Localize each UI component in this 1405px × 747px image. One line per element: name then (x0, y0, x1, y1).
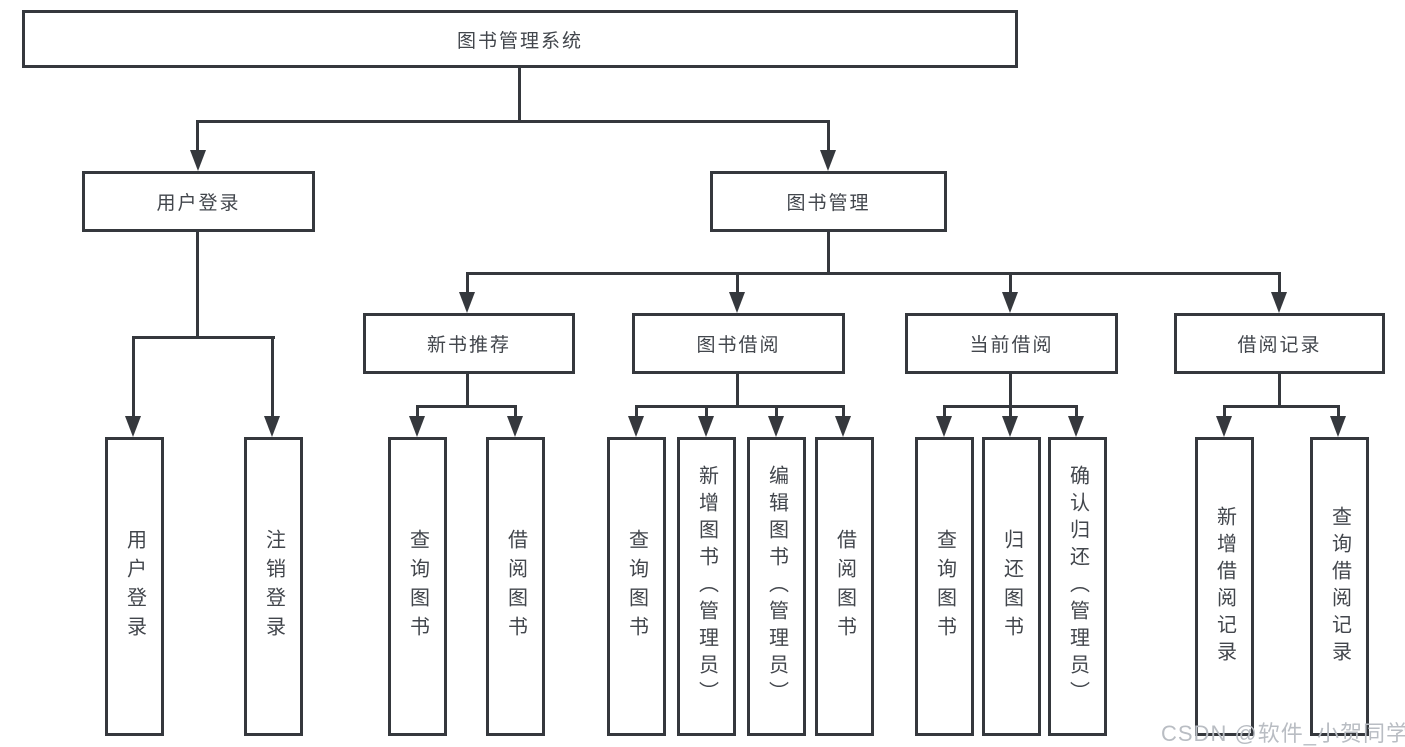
connector-stem (635, 405, 638, 418)
arrowhead-down-icon (1002, 416, 1018, 437)
connector-stem (1009, 405, 1012, 418)
node-borrow-records: 借阅记录 (1174, 313, 1385, 374)
leaf-current-return-books: 归还图书 (982, 437, 1041, 736)
arrowhead-down-icon (264, 416, 280, 437)
node-label: 注销登录 (262, 528, 285, 645)
connector-current-trunk (1009, 372, 1012, 405)
connector-stem (416, 405, 419, 418)
connector-stem (1337, 405, 1340, 418)
leaf-borrow-add-books-admin: 新增图书（管理员） (677, 437, 736, 736)
arrowhead-down-icon (1330, 416, 1346, 437)
connector-stem (1278, 272, 1281, 294)
connector-stem (1223, 405, 1226, 418)
connector-user-login-bar (132, 336, 275, 339)
node-label: 图书借阅 (696, 335, 781, 356)
leaf-records-add-record: 新增借阅记录 (1195, 437, 1254, 736)
node-label: 借阅图书 (833, 528, 856, 645)
connector-borrow-trunk (736, 372, 739, 405)
node-current-borrow: 当前借阅 (905, 313, 1118, 374)
connector-root-trunk (518, 66, 521, 120)
arrowhead-down-icon (125, 416, 141, 437)
node-label: 借阅图书 (504, 528, 527, 645)
node-label: 编辑图书（管理员） (765, 465, 788, 708)
connector-recommend-bar (416, 405, 517, 408)
arrowhead-down-icon (768, 416, 784, 437)
arrowhead-down-icon (820, 150, 836, 171)
leaf-borrow-query-books: 查询图书 (607, 437, 666, 736)
node-label: 新增借阅记录 (1213, 505, 1236, 668)
connector-stem (271, 336, 274, 418)
connector-stem (1075, 405, 1078, 418)
connector-stem (842, 405, 845, 418)
connector-borrow-bar (635, 405, 845, 408)
connector-stem (514, 405, 517, 418)
node-user-login: 用户登录 (82, 171, 315, 232)
connector-records-bar (1223, 405, 1340, 408)
connector-stem (775, 405, 778, 418)
leaf-recommend-query-books: 查询图书 (388, 437, 447, 736)
leaf-recommend-borrow-books: 借阅图书 (486, 437, 545, 736)
arrowhead-down-icon (1002, 292, 1018, 313)
connector-stem (827, 120, 830, 152)
connector-stem (736, 272, 739, 294)
node-root-library-system: 图书管理系统 (22, 10, 1018, 68)
connector-stem (196, 120, 199, 152)
arrowhead-down-icon (698, 416, 714, 437)
arrowhead-down-icon (1216, 416, 1232, 437)
arrowhead-down-icon (628, 416, 644, 437)
node-label: 查询图书 (406, 528, 429, 645)
leaf-current-confirm-return-admin: 确认归还（管理员） (1048, 437, 1107, 736)
node-label: 图书管理 (786, 193, 871, 214)
connector-book-mgmt-trunk (827, 230, 830, 272)
leaf-current-query-books: 查询图书 (915, 437, 974, 736)
node-label: 新增图书（管理员） (695, 465, 718, 708)
connector-user-login-trunk (196, 230, 199, 336)
arrowhead-down-icon (1271, 292, 1287, 313)
node-label: 新书推荐 (426, 335, 511, 356)
connector-stem (943, 405, 946, 418)
arrowhead-down-icon (507, 416, 523, 437)
connector-stem (1009, 272, 1012, 294)
leaf-borrow-edit-books-admin: 编辑图书（管理员） (747, 437, 806, 736)
node-new-book-recommend: 新书推荐 (363, 313, 575, 374)
connector-root-bar (197, 120, 830, 123)
leaf-user-login: 用户登录 (105, 437, 164, 736)
node-label: 当前借阅 (969, 335, 1054, 356)
connector-book-mgmt-bar (466, 272, 1281, 275)
node-label: 借阅记录 (1237, 335, 1322, 356)
node-label: 确认归还（管理员） (1066, 465, 1089, 708)
leaf-borrow-borrow-books: 借阅图书 (815, 437, 874, 736)
leaf-records-query-record: 查询借阅记录 (1310, 437, 1369, 736)
csdn-watermark: CSDN @软件_小贺同学 (1161, 721, 1405, 746)
node-label: 用户登录 (123, 528, 146, 645)
node-book-management: 图书管理 (710, 171, 947, 232)
arrowhead-down-icon (190, 150, 206, 171)
arrowhead-down-icon (1068, 416, 1084, 437)
connector-recommend-trunk (466, 372, 469, 405)
arrowhead-down-icon (936, 416, 952, 437)
node-label: 查询借阅记录 (1328, 505, 1351, 668)
arrowhead-down-icon (409, 416, 425, 437)
arrowhead-down-icon (459, 292, 475, 313)
node-label: 用户登录 (156, 193, 241, 214)
connector-stem (705, 405, 708, 418)
arrowhead-down-icon (835, 416, 851, 437)
node-book-borrow: 图书借阅 (632, 313, 845, 374)
node-label: 归还图书 (1000, 528, 1023, 645)
connector-stem (466, 272, 469, 294)
node-label: 图书管理系统 (456, 30, 583, 52)
arrowhead-down-icon (729, 292, 745, 313)
node-label: 查询图书 (625, 528, 648, 645)
connector-stem (132, 336, 135, 418)
leaf-logout-login: 注销登录 (244, 437, 303, 736)
connector-records-trunk (1278, 372, 1281, 405)
node-label: 查询图书 (933, 528, 956, 645)
